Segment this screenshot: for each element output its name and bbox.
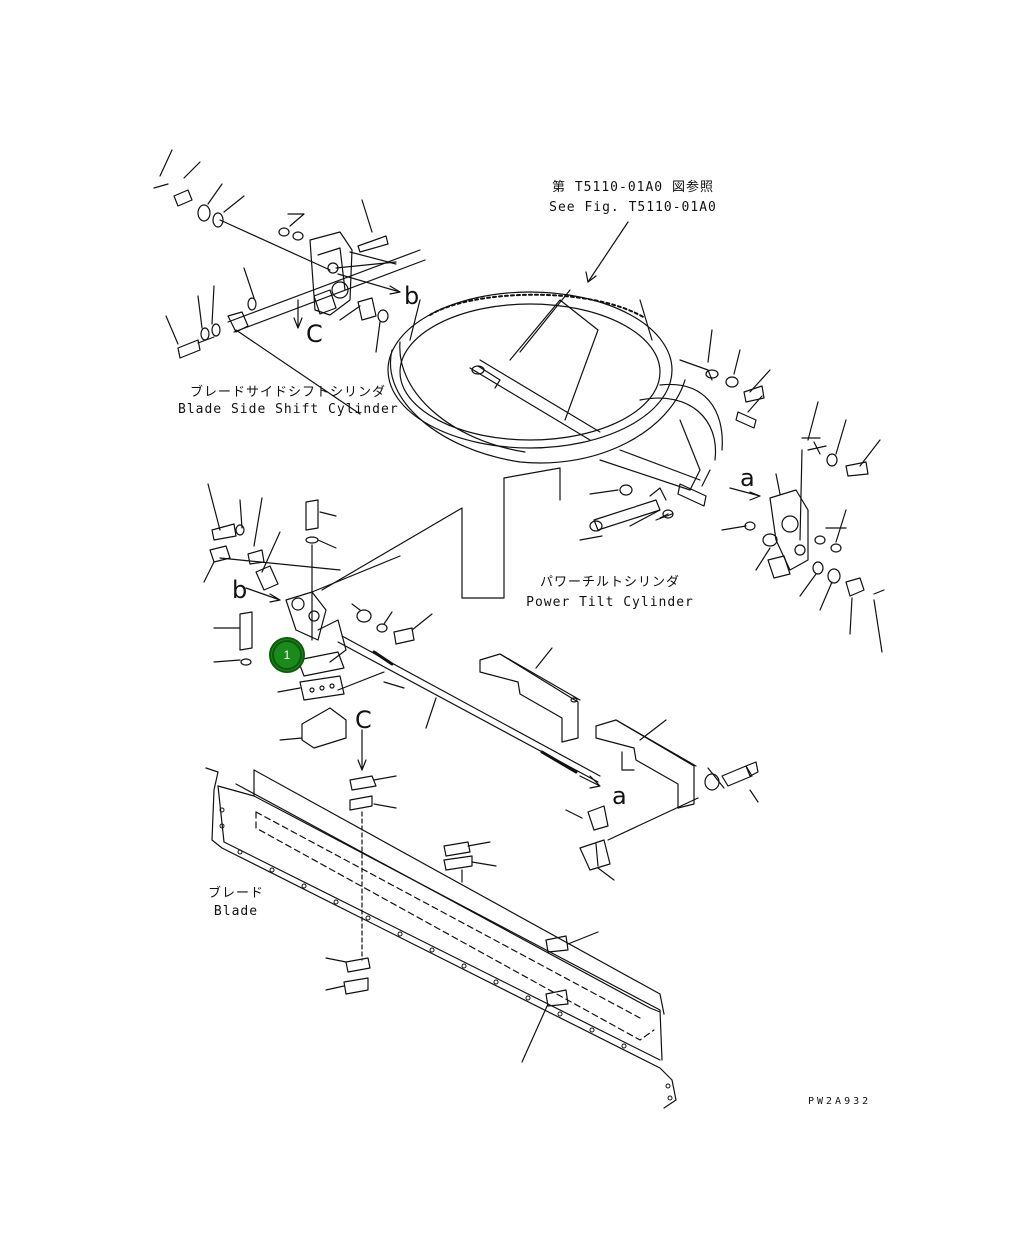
callout-1-number: 1: [283, 648, 291, 662]
power-tilt-label-jp: パワーチルトシリンダ: [539, 575, 680, 590]
cover-plates: [479, 647, 759, 881]
circle-frame: [387, 289, 723, 491]
blade-label-jp: ブレード: [207, 886, 264, 901]
left-pivot-group: [203, 467, 561, 771]
drawing-code: PW2A932: [808, 1096, 872, 1107]
marker-c-bottom: C: [355, 706, 372, 734]
marker-c-top: C: [306, 320, 323, 348]
marker-b-top: b: [404, 282, 420, 310]
power-tilt-cylinder-group: [579, 484, 674, 541]
reference-leader: [585, 221, 629, 283]
blade-label-en: Blade: [213, 904, 259, 919]
marker-b-left: b: [232, 576, 248, 604]
callout-1-button[interactable]: 1: [272, 640, 302, 670]
side-shift-cylinder-group: [153, 149, 426, 415]
right-pivot-group: [677, 329, 885, 653]
side-shift-label-jp: ブレードサイドシフトシリンダ: [189, 385, 386, 400]
marker-a-top: a: [740, 464, 755, 492]
reference-label-jp: 第 T5110-01A0 図参照: [552, 180, 714, 195]
power-tilt-label-en: Power Tilt Cylinder: [526, 595, 694, 610]
tilt-rod: [337, 635, 601, 789]
reference-label-en: See Fig. T5110-01A0: [549, 200, 717, 215]
blade: [205, 767, 677, 1109]
side-shift-label-en: Blade Side Shift Cylinder: [178, 402, 399, 417]
marker-a-bottom: a: [612, 782, 627, 810]
